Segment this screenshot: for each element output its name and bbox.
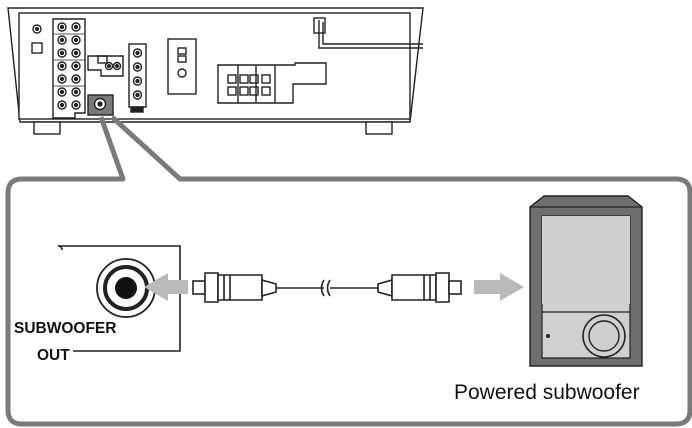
powered-subwoofer-label: Powered subwoofer (454, 381, 640, 404)
subwoofer-out-jack (57, 245, 181, 352)
arrow-to-jack (144, 273, 188, 301)
rca-cable (192, 272, 462, 303)
powered-subwoofer-illustration (529, 195, 643, 367)
receiver-rear-panel (7, 7, 424, 135)
zoom-callout (5, 115, 692, 427)
rca-jack-grid (53, 22, 85, 110)
subwoofer-out-label-line1: SUBWOOFER (12, 320, 119, 337)
subwoofer-out-label-line2: OUT (34, 347, 73, 364)
arrow-to-subwoofer (474, 273, 524, 301)
